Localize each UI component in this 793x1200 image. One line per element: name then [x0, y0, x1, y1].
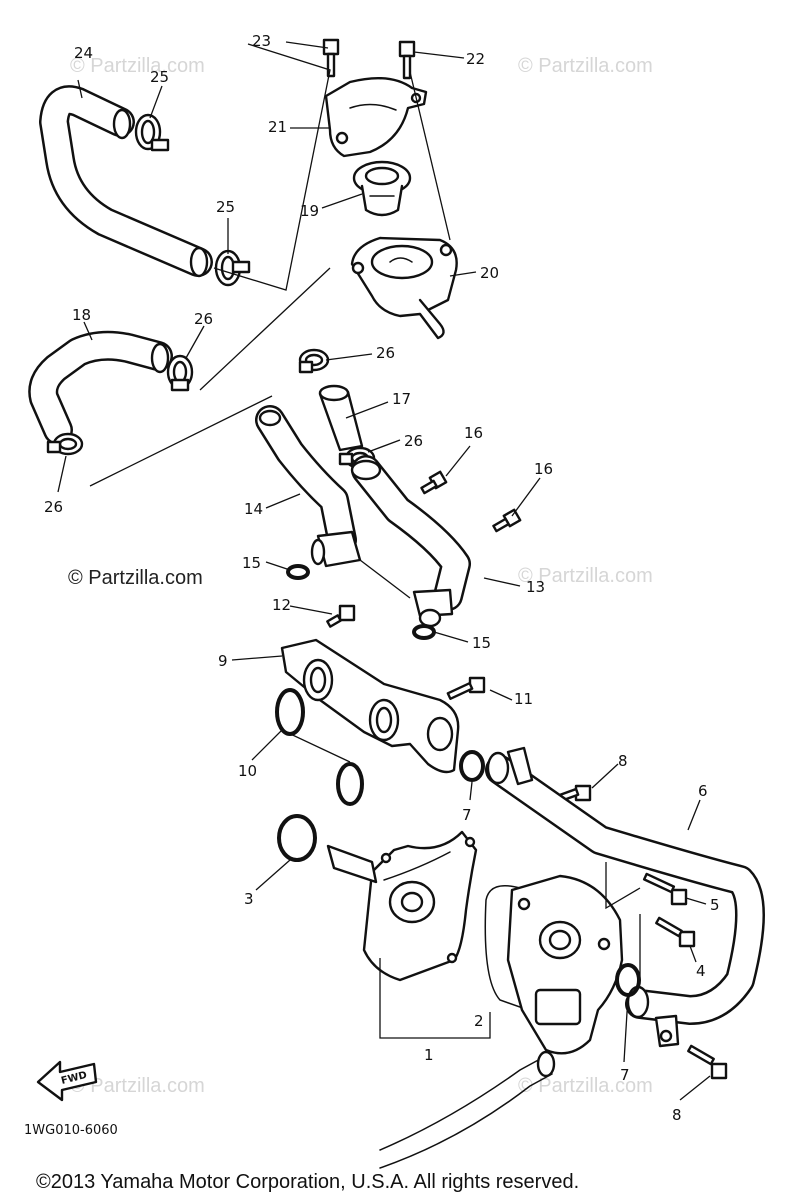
o-ring-15b: [412, 624, 436, 640]
callout-24: 24: [74, 44, 93, 62]
bolt-5: [642, 872, 688, 906]
bolt-23: [322, 38, 340, 78]
o-ring-7b: [615, 963, 641, 997]
water-pump-housing: [326, 830, 478, 982]
hose-6: [485, 746, 765, 1048]
hose-18: [28, 330, 173, 445]
diagram-code: 1WG010-6060: [24, 1123, 118, 1138]
watermarks-faint: © Partzilla.com © Partzilla.com © Partzi…: [70, 55, 653, 1097]
callout-21: 21: [268, 118, 287, 136]
callout-3: 3: [244, 890, 254, 908]
callout-22: 22: [466, 50, 485, 68]
water-jacket-joint-9: [280, 638, 460, 774]
fwd-arrow-icon: FWD: [36, 1060, 98, 1102]
bolt-11: [446, 676, 486, 700]
hose-clamp-26c: [298, 348, 330, 374]
callout-15a: 15: [242, 554, 261, 572]
callout-23: 23: [252, 32, 271, 50]
callout-7a: 7: [462, 806, 472, 824]
callout-12: 12: [272, 596, 291, 614]
callout-15b: 15: [472, 634, 491, 652]
watermark-faint: © Partzilla.com: [518, 55, 653, 77]
hose-clamp-26b: [46, 432, 84, 456]
gasket-10b: [336, 762, 364, 806]
callout-16a: 16: [464, 424, 483, 442]
watermark-faint: © Partzilla.com: [70, 55, 205, 77]
callout-25a: 25: [150, 68, 169, 86]
bolt-12: [326, 604, 356, 628]
bolt-22: [398, 40, 416, 80]
callout-16b: 16: [534, 460, 553, 478]
callout-eleven: 11: [514, 690, 533, 708]
callout-9: 9: [218, 652, 228, 670]
callout-8b: 8: [672, 1106, 682, 1124]
hose-24: [39, 85, 213, 278]
callout-20: 20: [480, 264, 499, 282]
hose-17: [318, 384, 364, 452]
callout-6: 6: [698, 782, 708, 800]
bolt-16a: [420, 470, 448, 495]
lower-hose: [379, 1050, 556, 1169]
callout-26d: 26: [404, 432, 423, 450]
thermostat-housing-20: [350, 236, 458, 340]
thermostat-cover-21: [324, 77, 428, 158]
o-ring-15a: [286, 564, 310, 580]
callout-19: 19: [300, 202, 319, 220]
callout-26c: 26: [376, 344, 395, 362]
hose-clamp-26a: [166, 354, 194, 392]
callout-5: 5: [710, 896, 720, 914]
callout-26a: 26: [194, 310, 213, 328]
leader-lines: [57, 41, 711, 1101]
pipe-14: [255, 405, 362, 568]
watermark-primary: © Partzilla.com: [68, 567, 203, 589]
bolt-4: [655, 916, 696, 948]
bolt-16b: [492, 508, 522, 533]
callout-17: 17: [392, 390, 411, 408]
hose-clamp-25a: [134, 113, 170, 152]
callout-26b: 26: [44, 498, 63, 516]
callout-4: 4: [696, 962, 706, 980]
callout-2: 2: [474, 1012, 484, 1030]
callout-ten: 10: [238, 762, 257, 780]
o-ring-3: [277, 814, 317, 862]
watermark-faint: © Partzilla.com: [518, 1075, 653, 1097]
callout-7b: 7: [620, 1066, 630, 1084]
callouts: 23 22 24 25 21 19 25 20 18 26 26 17 26 1…: [44, 32, 720, 1124]
callout-1: 1: [424, 1046, 434, 1064]
callout-8a: 8: [618, 752, 628, 770]
thermostat-19: [352, 160, 412, 217]
watermark-faint: © Partzilla.com: [518, 565, 653, 587]
o-ring-7a: [459, 750, 485, 782]
gasket-10a: [275, 688, 305, 736]
callout-18: 18: [72, 306, 91, 324]
copyright-footer: ©2013 Yamaha Motor Corporation, U.S.A. A…: [36, 1171, 579, 1193]
callout-25b: 25: [216, 198, 235, 216]
watermark-faint: © Partzilla.com: [70, 1075, 205, 1097]
callout-13: 13: [526, 578, 545, 596]
hose-clamp-25b: [214, 249, 251, 287]
water-pump-cover-2: [484, 874, 624, 1055]
callout-14: 14: [244, 500, 263, 518]
bolt-8b: [687, 1044, 728, 1080]
